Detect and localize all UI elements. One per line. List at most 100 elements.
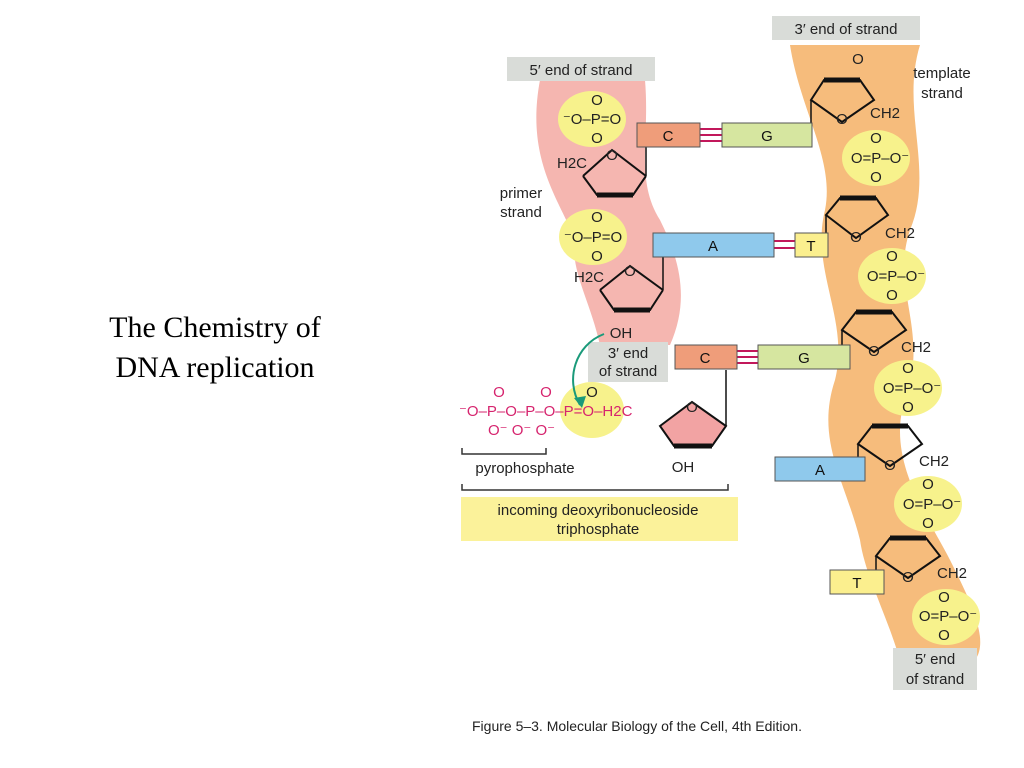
nucleophilic-attack-arrow: [572, 333, 605, 406]
base-template-g2: [757, 344, 851, 370]
template-p5-o-bottom: O: [938, 627, 950, 644]
template-3-end-label: 3′ end of strand: [795, 21, 898, 38]
template-p2-row: O=P–O⁻: [867, 268, 925, 285]
incoming-label-1: incoming deoxyribonucleoside: [498, 502, 699, 519]
primer-sugar-1: [582, 148, 647, 198]
primer-phosphate-2: [559, 209, 627, 265]
template-phosphate-2: [858, 248, 926, 304]
template-p5-row: O=P–O⁻: [919, 608, 977, 625]
template-sugar3-o: O: [868, 343, 880, 360]
base-primer-a: [652, 232, 775, 258]
template-sugar2-o: O: [850, 229, 862, 246]
incoming-bracket: [461, 484, 729, 491]
triphosphate-bottom: O⁻ O⁻ O⁻: [488, 422, 555, 439]
template-ch2-1: CH2: [870, 105, 900, 122]
primer-5-end-label: 5′ end of strand: [530, 62, 633, 79]
primer-h2c-2: H2C: [574, 269, 604, 286]
alpha-o-top: O: [586, 384, 598, 401]
primer-strand-label-1: primer: [500, 185, 543, 202]
base-template-t1: [794, 232, 829, 258]
primer-3-end-box: [588, 342, 668, 382]
base-template-t2: [829, 569, 885, 595]
template-ch2-3: CH2: [901, 339, 931, 356]
template-strand-label-2: strand: [921, 85, 963, 102]
primer-strand-label-2: strand: [500, 204, 542, 221]
base-template-g2-label: G: [798, 350, 810, 367]
primer-sugar-2: [599, 264, 664, 313]
primer-3-end-label-2: of strand: [599, 363, 657, 380]
template-phosphate-1: [842, 130, 910, 186]
template-sugar1-o: O: [836, 111, 848, 128]
slide-title: The Chemistry of DNA replication: [70, 308, 360, 388]
template-p5-o-top: O: [938, 589, 950, 606]
base-incoming-c: [674, 344, 738, 370]
primer-p1-row: ⁻O–P=O: [563, 111, 621, 128]
base-template-g1-label: G: [761, 128, 773, 145]
primer-p2-o-top: O: [591, 209, 603, 226]
base-incoming-c-label: C: [700, 350, 711, 367]
base-template-a-label: A: [815, 462, 825, 479]
template-sugar-3: [840, 309, 908, 354]
template-p3-o-bottom: O: [902, 399, 914, 416]
pyro-o-top-2: O: [540, 384, 552, 401]
template-5-end-label-1: 5′ end: [915, 651, 955, 668]
primer-5-end-box: [507, 57, 655, 81]
template-p2-o-top: O: [886, 248, 898, 265]
primer-sugar2-o: O: [624, 263, 636, 280]
template-3-end-box: [772, 16, 920, 40]
pyrophosphate-bracket: [461, 448, 547, 455]
primer-3-oh: OH: [610, 325, 633, 342]
template-backbone: [790, 45, 981, 660]
incoming-label-2: triphosphate: [557, 521, 640, 538]
template-p4-row: O=P–O⁻: [903, 496, 961, 513]
title-line-2: DNA replication: [115, 351, 315, 384]
primer-h2c-1: H2C: [557, 155, 587, 172]
template-strand-label-1: template: [913, 65, 971, 82]
template-sugar5-o: O: [902, 569, 914, 586]
template-5-end-label-2: of strand: [906, 671, 964, 688]
title-line-1: The Chemistry of: [109, 311, 321, 344]
primer-p2-row: ⁻O–P=O: [564, 229, 622, 246]
template-p1-o-bottom: O: [870, 169, 882, 186]
template-sugar-5: [874, 535, 942, 580]
template-p3-row: O=P–O⁻: [883, 380, 941, 397]
incoming-box: [461, 497, 738, 541]
template-sugar-2: [824, 195, 890, 240]
base-primer-c-label: C: [663, 128, 674, 145]
template-p2-o-bottom: O: [886, 287, 898, 304]
primer-p2-o-bottom: O: [591, 248, 603, 265]
template-phosphate-4: [894, 476, 962, 532]
base-template-t1-label: T: [806, 238, 815, 255]
template-p4-o-top: O: [922, 476, 934, 493]
template-p3-o-top: O: [902, 360, 914, 377]
template-p1-o-top: O: [870, 130, 882, 147]
template-5-end-box: [893, 648, 977, 690]
template-ch2-5: CH2: [937, 565, 967, 582]
template-top-o: O: [852, 51, 864, 68]
primer-phosphate-1: [558, 91, 626, 147]
arrow-head: [574, 396, 586, 408]
template-sugar4-o: O: [884, 457, 896, 474]
primer-sugar1-o: O: [606, 147, 618, 164]
figure-caption: Figure 5–3. Molecular Biology of the Cel…: [472, 718, 802, 734]
template-ch2-4: CH2: [919, 453, 949, 470]
base-primer-a-label: A: [708, 238, 718, 255]
incoming-sugar-o: O: [686, 399, 698, 416]
primer-3-end-label-1: 3′ end: [608, 345, 648, 362]
primer-p1-o-top: O: [591, 92, 603, 109]
incoming-sugar: [658, 400, 728, 449]
template-p1-row: O=P–O⁻: [851, 150, 909, 167]
base-template-g1: [721, 122, 813, 148]
incoming-oh: OH: [672, 459, 695, 476]
base-template-t2-label: T: [852, 575, 861, 592]
template-sugar-1: [809, 77, 876, 124]
template-ch2-2: CH2: [885, 225, 915, 242]
pyro-o-top-1: O: [493, 384, 505, 401]
template-p4-o-bottom: O: [922, 515, 934, 532]
template-phosphate-5: [912, 589, 980, 645]
base-primer-c: [636, 122, 701, 148]
pyrophosphate-label: pyrophosphate: [475, 460, 574, 477]
triphosphate-row: ⁻O–P–O–P–O–P=O–H2C: [459, 403, 633, 420]
hydrogen-bonds: [700, 128, 795, 364]
